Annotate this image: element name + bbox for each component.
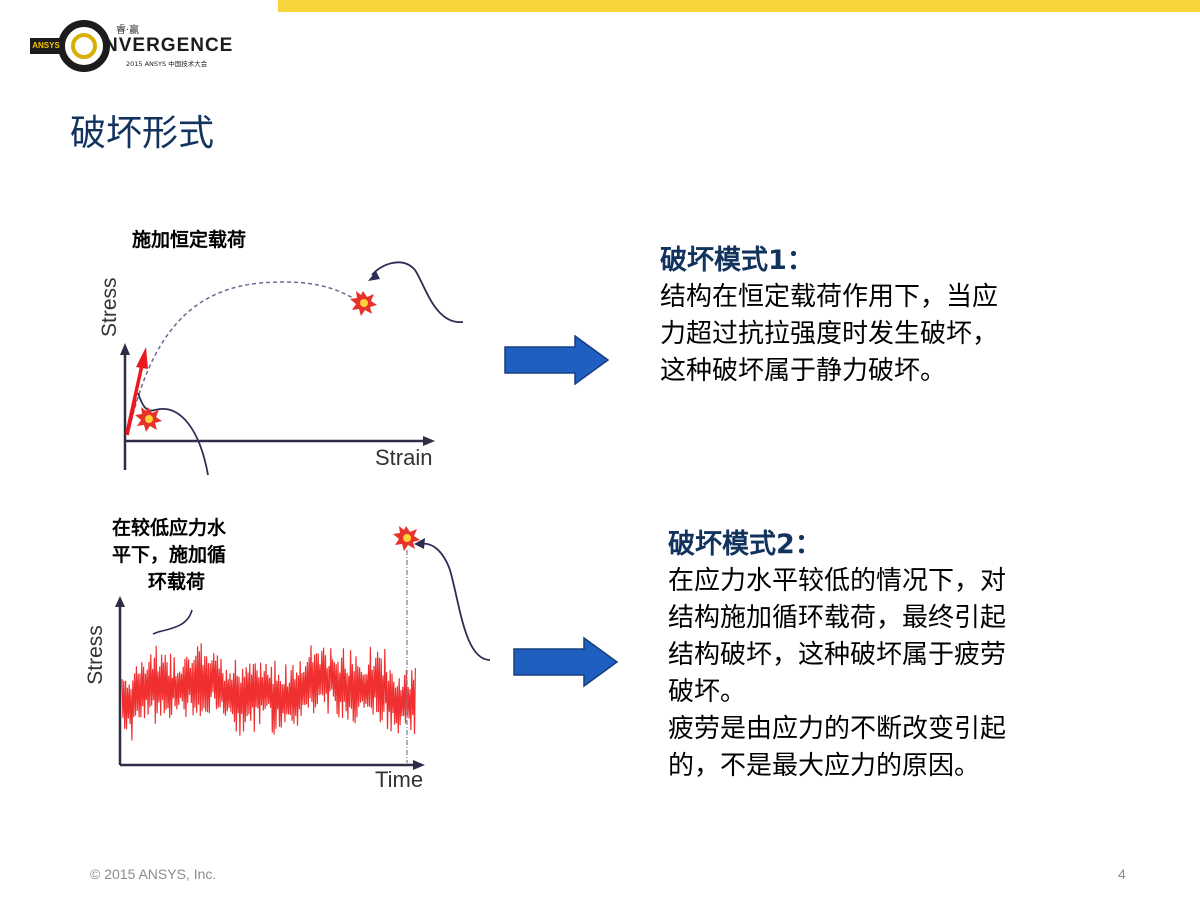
chart2-caption-pointer (152, 609, 193, 635)
logo-subtitle: 2015 ANSYS 中国技术大会 (126, 60, 208, 68)
chart1-xlabel: Strain (375, 445, 432, 470)
chart1-stress-curve (127, 281, 359, 436)
arrow-to-mode1 (503, 334, 611, 390)
mode2-line: 疲劳是由应力的不断改变引起 (668, 714, 1007, 744)
logo-cn-text: 睿·赢 (116, 25, 140, 36)
logo-ring-inner (71, 33, 97, 59)
chart2-caption-line-1: 在较低应力水 (112, 516, 227, 539)
logo-brand-text: NVERGENCE (104, 35, 234, 56)
logo-ansys-badge: ANSYS (30, 38, 62, 54)
mode2-description: 破坏模式2： 在应力水平较低的情况下，对 结构施加循环载荷，最终引起 结构破坏，… (668, 526, 1006, 785)
chart1-load-arrowhead-1 (136, 347, 148, 369)
page-title: 破坏形式 (70, 113, 215, 154)
chart2-caption-line-3: 环载荷 (148, 570, 205, 593)
chart1-pointer-bottom (137, 392, 209, 476)
chart2-fracture-pointer (419, 542, 491, 661)
mode2-line: 的，不是最大应力的原因。 (668, 751, 981, 781)
chart2-fracture-mark (393, 526, 420, 551)
mode1-description: 破坏模式1： 结构在恒定载荷作用下，当应 力超过抗拉强度时发生破坏， 这种破坏属… (660, 242, 998, 390)
chart2-ylabel: Stress (84, 625, 107, 685)
chart1-ylabel: Stress (98, 277, 121, 337)
chart2-x-arrowhead (413, 760, 425, 770)
mode2-line: 结构施加循环载荷，最终引起 (668, 603, 1007, 633)
copyright-footer: © 2015 ANSYS, Inc. (90, 866, 217, 882)
mode2-line: 在应力水平较低的情况下，对 (668, 566, 1007, 596)
convergence-logo: ANSYS 睿·赢 NVERGENCE 2015 ANSYS 中国技术大会 (30, 20, 232, 72)
mode1-line: 结构在恒定载荷作用下，当应 (660, 282, 999, 312)
mode2-heading: 破坏模式2： (668, 529, 822, 560)
chart1-x-arrowhead (423, 436, 435, 446)
chart2-fracture-pointer-head (414, 538, 425, 549)
chart1-fracture-mark-bottom (135, 407, 162, 432)
chart2-xlabel: Time (375, 767, 423, 792)
chart2-caption-line-2: 平下，施加循 (112, 543, 226, 566)
chart1-fracture-mark-top (350, 291, 377, 316)
chart1-y-arrowhead (120, 343, 130, 355)
chart2-signal-trace (121, 643, 416, 741)
chart1-pointer-top-head (368, 271, 380, 281)
mode1-heading: 破坏模式1： (660, 245, 814, 276)
chart2-cyclic-signal (121, 643, 416, 741)
chart1-load-arrow-2 (125, 399, 137, 436)
page-number: 4 (1118, 866, 1126, 882)
chart2-y-arrowhead (115, 596, 125, 607)
cyclic-load-figure: 在较低应力水 平下，施加循 环载荷 Stress Time (80, 510, 500, 795)
chart1-caption: 施加恒定载荷 (132, 228, 246, 251)
static-load-figure: 施加恒定载荷 Stress Strain (80, 215, 480, 485)
chart1-pointer-top (371, 261, 464, 323)
arrow-to-mode2 (512, 636, 620, 692)
mode2-line: 破坏。 (668, 677, 747, 707)
mode1-line: 这种破坏属于静力破坏。 (660, 356, 947, 386)
top-accent-bar (278, 0, 1200, 12)
mode1-line: 力超过抗拉强度时发生破坏， (660, 319, 999, 349)
mode2-line: 结构破坏，这种破坏属于疲劳 (668, 640, 1007, 670)
